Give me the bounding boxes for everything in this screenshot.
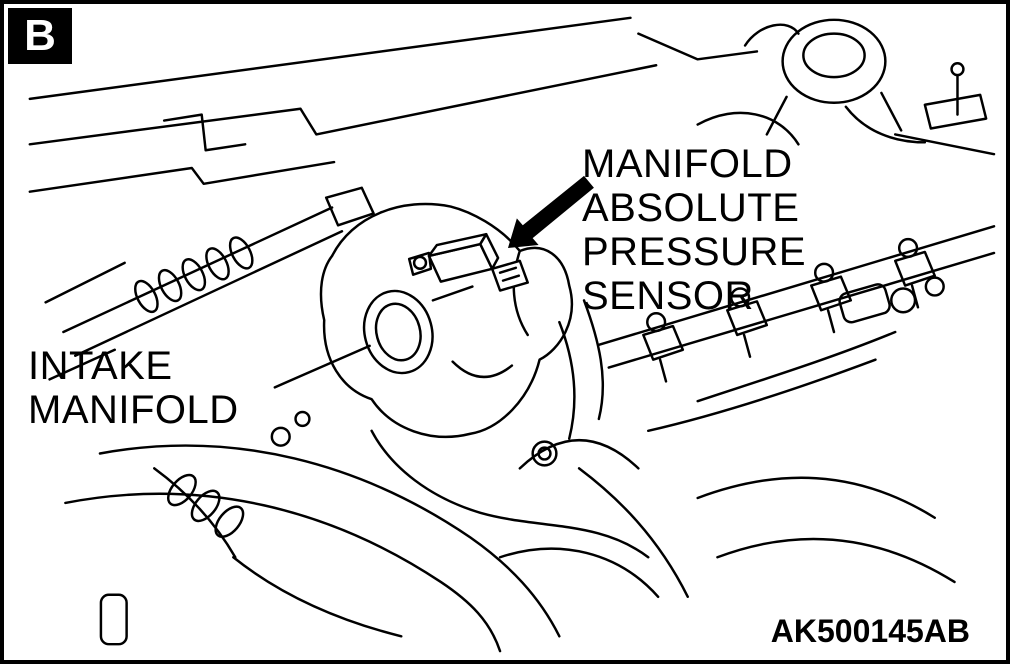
intake-manifold-port	[362, 289, 434, 375]
hose-runners	[64, 299, 956, 653]
figure-code: AK500145AB	[770, 613, 970, 649]
engine-line-art	[28, 16, 996, 653]
left-harness	[44, 186, 375, 447]
upper-right-assembly	[696, 18, 996, 156]
intake-manifold-label: INTAKE MANIFOLD	[28, 344, 239, 432]
intake-manifold-drawing	[319, 202, 574, 438]
panel-label-text: B	[24, 11, 56, 60]
map-sensor-label: MANIFOLD ABSOLUTE PRESSURE SENSOR	[582, 142, 807, 318]
intake-manifold-leader-line	[273, 344, 371, 389]
cowl-panel-lines	[28, 16, 759, 193]
map-sensor-arrow	[507, 175, 594, 249]
map-sensor-drawing	[407, 232, 529, 292]
panel-label-badge: B	[8, 8, 72, 64]
fuel-rail-injectors	[597, 225, 996, 433]
